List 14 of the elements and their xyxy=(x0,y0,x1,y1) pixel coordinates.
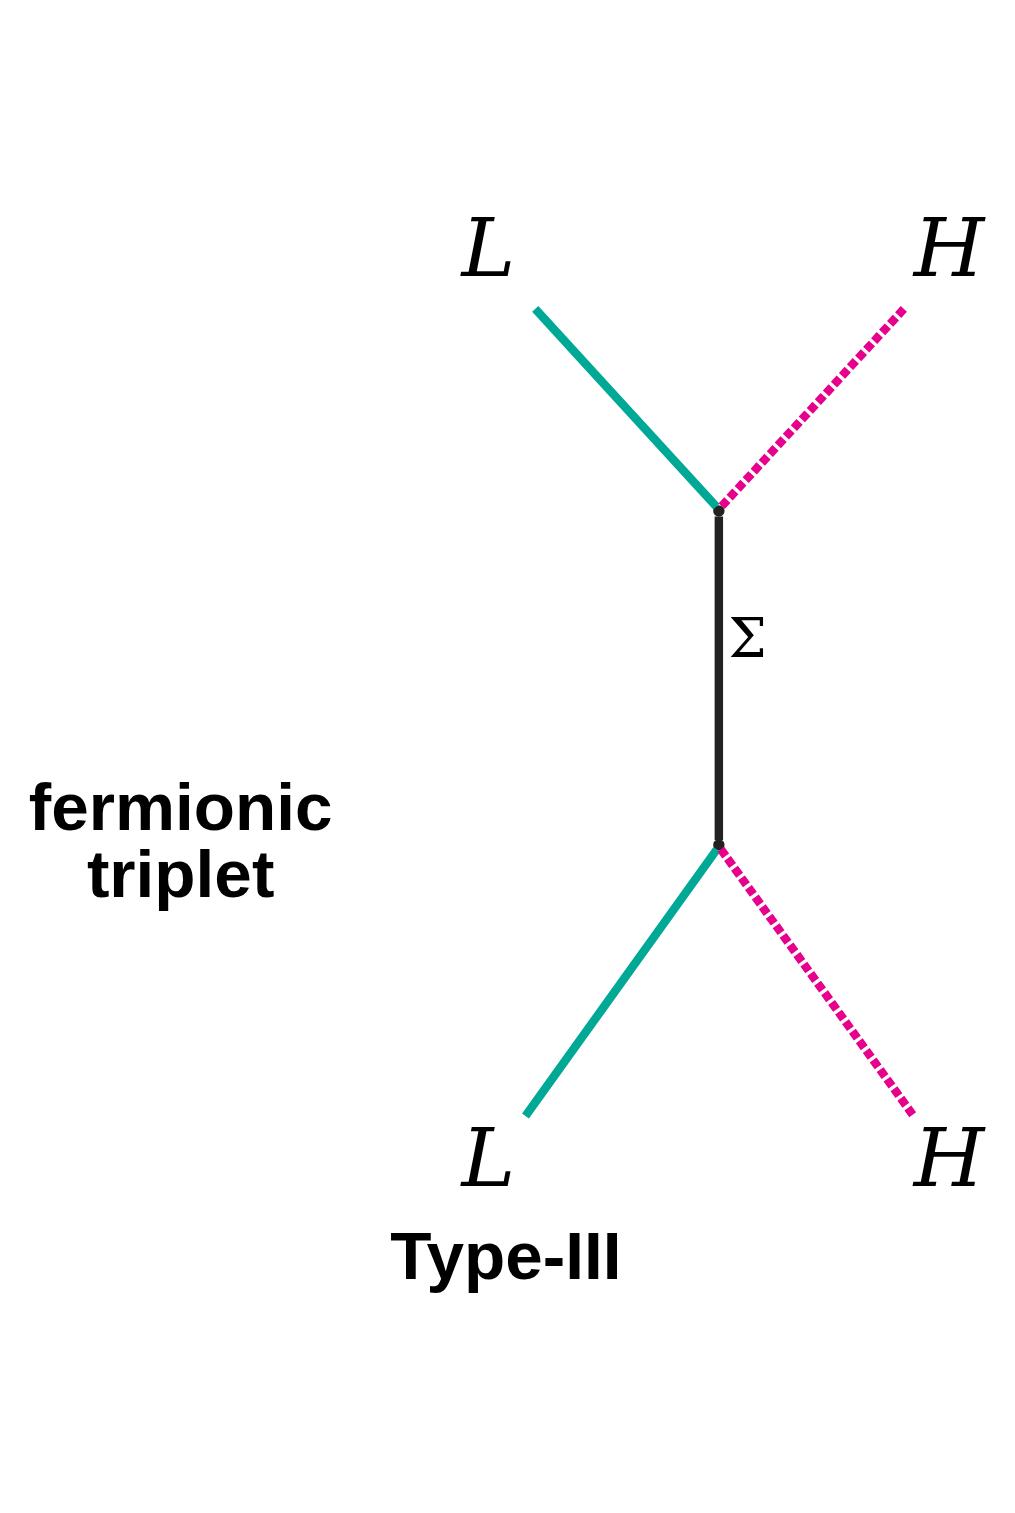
node-text: H xyxy=(913,200,985,295)
connector xyxy=(717,846,918,1119)
connector xyxy=(718,306,907,510)
node-text: L xyxy=(461,200,516,295)
connector xyxy=(532,306,720,510)
connector xyxy=(522,846,721,1119)
connector xyxy=(714,516,724,840)
caption: Type-III xyxy=(390,1217,622,1293)
node-point xyxy=(713,839,725,851)
node-text: L xyxy=(461,1111,516,1206)
label: fermionic triplet xyxy=(28,768,333,912)
node-text: H xyxy=(913,1111,985,1206)
edge-label: Σ xyxy=(728,606,767,670)
node-point xyxy=(713,505,725,517)
